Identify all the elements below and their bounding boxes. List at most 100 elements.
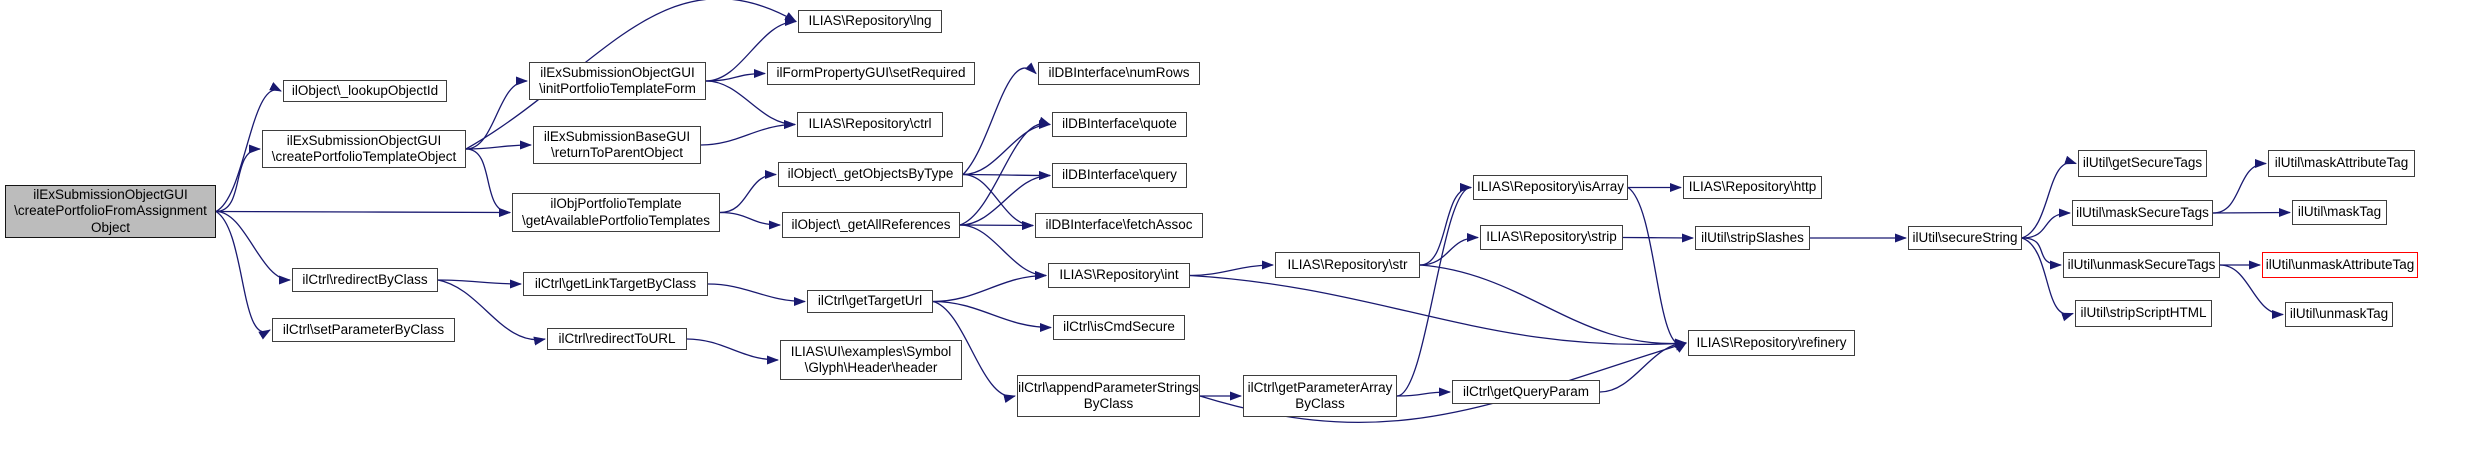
node-ctrl[interactable]: ILIAS\Repository\ctrl	[797, 112, 943, 137]
node-label-line: Object	[90, 219, 131, 235]
node-header[interactable]: ILIAS\UI\examples\Symbol\Glyph\Header\he…	[780, 340, 962, 380]
node-label-line: ilUtil\maskTag	[2297, 204, 2382, 220]
node-label-line: ilCtrl\setParameterByClass	[282, 321, 445, 337]
edge-get-target-url--is-cmd-secure	[932, 300, 1052, 332]
node-http[interactable]: ILIAS\Repository\http	[1683, 176, 1822, 199]
node-strip-slashes[interactable]: ilUtil\stripSlashes	[1695, 226, 1810, 250]
edge-get-target-url--append-parameter-strings-by-class	[932, 300, 1016, 403]
edge-get-parameter-array-by-class--is-array	[1396, 183, 1472, 397]
node-strip-script-h-t-m-l[interactable]: ilUtil\stripScriptHTML	[2075, 300, 2212, 327]
edge-root--lookup-object-id	[215, 82, 282, 213]
node-get-query-param[interactable]: ilCtrl\getQueryParam	[1452, 380, 1600, 404]
edge-strip--strip-slashes	[1622, 233, 1694, 243]
edge-return-to-parent-object--ctrl	[700, 120, 796, 146]
node-mask-secure-tags[interactable]: ilUtil\maskSecureTags	[2072, 200, 2213, 226]
node-label-line: ILIAS\UI\examples\Symbol	[790, 343, 952, 359]
edge-redirect-by-class--get-link-target-by-class	[437, 279, 522, 289]
node-label-line: ilCtrl\getQueryParam	[1462, 383, 1590, 399]
edge-get-available-portfolio-templates--get-all-references	[719, 211, 781, 230]
node-init-portfolio-template-form[interactable]: ilExSubmissionObjectGUI\initPortfolioTem…	[529, 62, 706, 100]
node-unmask-tag[interactable]: ilUtil\unmaskTag	[2285, 302, 2393, 327]
node-get-link-target-by-class[interactable]: ilCtrl\getLinkTargetByClass	[523, 272, 708, 296]
edge-create-portfolio-template-object--init-portfolio-template-form	[465, 76, 528, 150]
edge-str--refinery	[1419, 264, 1687, 349]
node-unmask-attribute-tag[interactable]: ilUtil\unmaskAttributeTag	[2262, 252, 2418, 278]
node-lng[interactable]: ILIAS\Repository\lng	[798, 10, 942, 33]
edge-root--get-available-portfolio-templates	[215, 207, 511, 217]
edge-root--redirect-by-class	[215, 210, 291, 285]
node-label-line: ilDBInterface\numRows	[1048, 65, 1190, 81]
edge-root--set-parameter-by-class	[215, 210, 271, 340]
node-mask-attribute-tag[interactable]: ilUtil\maskAttributeTag	[2268, 150, 2415, 177]
node-redirect-to-u-r-l[interactable]: ilCtrl\redirectToURL	[547, 328, 687, 350]
node-label-line: ByClass	[1083, 396, 1134, 411]
node-label-line: ilCtrl\isCmdSecure	[1063, 319, 1175, 335]
node-set-required[interactable]: ilFormPropertyGUI\setRequired	[767, 62, 975, 85]
edge-get-all-references--query	[959, 171, 1051, 226]
edge-root--create-portfolio-template-object	[215, 144, 261, 213]
node-is-array[interactable]: ILIAS\Repository\isArray	[1473, 175, 1628, 200]
node-label-line: \initPortfolioTemplateForm	[539, 81, 696, 96]
node-get-target-url[interactable]: ilCtrl\getTargetUrl	[807, 290, 933, 313]
node-label-line: ILIAS\Repository\isArray	[1476, 179, 1625, 195]
edge-create-portfolio-template-object--return-to-parent-object	[465, 140, 532, 150]
node-num-rows[interactable]: ilDBInterface\numRows	[1038, 62, 1200, 85]
node-str[interactable]: ILIAS\Repository\str	[1275, 252, 1420, 278]
edge-secure-string--mask-secure-tags	[2021, 208, 2071, 239]
node-label-line: ilCtrl\getLinkTargetByClass	[534, 275, 697, 291]
node-return-to-parent-object[interactable]: ilExSubmissionBaseGUI\returnToParentObje…	[533, 126, 701, 164]
node-label-line: ILIAS\Repository\refinery	[1696, 334, 1847, 350]
node-label-line: ByClass	[1295, 396, 1345, 411]
edge-int--str	[1189, 260, 1274, 277]
node-label-line: ilCtrl\appendParameterStrings	[1018, 379, 1199, 395]
edge-mask-secure-tags--mask-tag	[2212, 208, 2291, 218]
node-label-line: ilUtil\secureString	[1912, 229, 2018, 245]
edge-get-available-portfolio-templates--get-objects-by-type	[719, 170, 777, 214]
node-label-line: ilExSubmissionObjectGUI	[33, 186, 188, 202]
node-label-line: ilFormPropertyGUI\setRequired	[776, 65, 966, 81]
node-label-line: \Glyph\Header\header	[804, 360, 938, 375]
node-get-available-portfolio-templates[interactable]: ilObjPortfolioTemplate\getAvailablePortf…	[512, 193, 720, 232]
edge-secure-string--get-secure-tags	[2021, 155, 2077, 239]
node-query[interactable]: ilDBInterface\query	[1052, 163, 1187, 188]
node-label-line: ilDBInterface\quote	[1062, 116, 1177, 132]
node-label-line: ilUtil\unmaskSecureTags	[2067, 256, 2216, 272]
node-label-line: ilExSubmissionObjectGUI	[540, 64, 695, 80]
node-get-all-references[interactable]: ilObject\_getAllReferences	[782, 212, 960, 238]
edge-get-objects-by-type--query	[962, 170, 1051, 180]
edge-get-target-url--int	[932, 271, 1047, 303]
node-quote[interactable]: ilDBInterface\quote	[1052, 112, 1187, 137]
edge-redirect-to-u-r-l--header	[686, 338, 779, 365]
node-fetch-assoc[interactable]: ilDBInterface\fetchAssoc	[1035, 213, 1203, 238]
edge-get-query-param--refinery	[1599, 338, 1687, 393]
node-redirect-by-class[interactable]: ilCtrl\redirectByClass	[292, 268, 438, 292]
node-strip[interactable]: ILIAS\Repository\strip	[1480, 225, 1623, 250]
node-label-line: ilUtil\maskAttributeTag	[2274, 155, 2409, 171]
edge-create-portfolio-template-object--lng	[465, 0, 797, 150]
node-get-objects-by-type[interactable]: ilObject\_getObjectsByType	[778, 162, 963, 187]
node-label-line: \returnToParentObject	[550, 145, 684, 160]
node-set-parameter-by-class[interactable]: ilCtrl\setParameterByClass	[272, 318, 455, 342]
edge-get-objects-by-type--quote	[962, 120, 1051, 176]
edge-str--strip	[1419, 233, 1479, 266]
node-lookup-object-id[interactable]: ilObject\_lookupObjectId	[283, 80, 447, 102]
node-get-secure-tags[interactable]: ilUtil\getSecureTags	[2078, 150, 2207, 177]
edge-init-portfolio-template-form--lng	[705, 17, 797, 82]
edge-get-link-target-by-class--get-target-url	[707, 283, 806, 306]
node-secure-string[interactable]: ilUtil\secureString	[1908, 226, 2022, 250]
node-label-line: ilCtrl\redirectByClass	[302, 271, 428, 287]
node-int[interactable]: ILIAS\Repository\int	[1048, 263, 1190, 288]
node-refinery[interactable]: ILIAS\Repository\refinery	[1688, 330, 1855, 356]
node-is-cmd-secure[interactable]: ilCtrl\isCmdSecure	[1053, 315, 1185, 340]
node-unmask-secure-tags[interactable]: ilUtil\unmaskSecureTags	[2063, 252, 2220, 278]
node-label-line: ILIAS\Repository\int	[1059, 267, 1179, 283]
edge-secure-string--strip-script-h-t-m-l	[2021, 237, 2074, 322]
edge-secure-string--unmask-secure-tags	[2021, 237, 2062, 270]
node-mask-tag[interactable]: ilUtil\maskTag	[2292, 200, 2387, 225]
node-label-line: \createPortfolioFromAssignment	[14, 203, 207, 219]
node-label-line: ilUtil\unmaskAttributeTag	[2265, 256, 2415, 272]
node-create-portfolio-template-object[interactable]: ilExSubmissionObjectGUI\createPortfolioT…	[262, 130, 466, 168]
